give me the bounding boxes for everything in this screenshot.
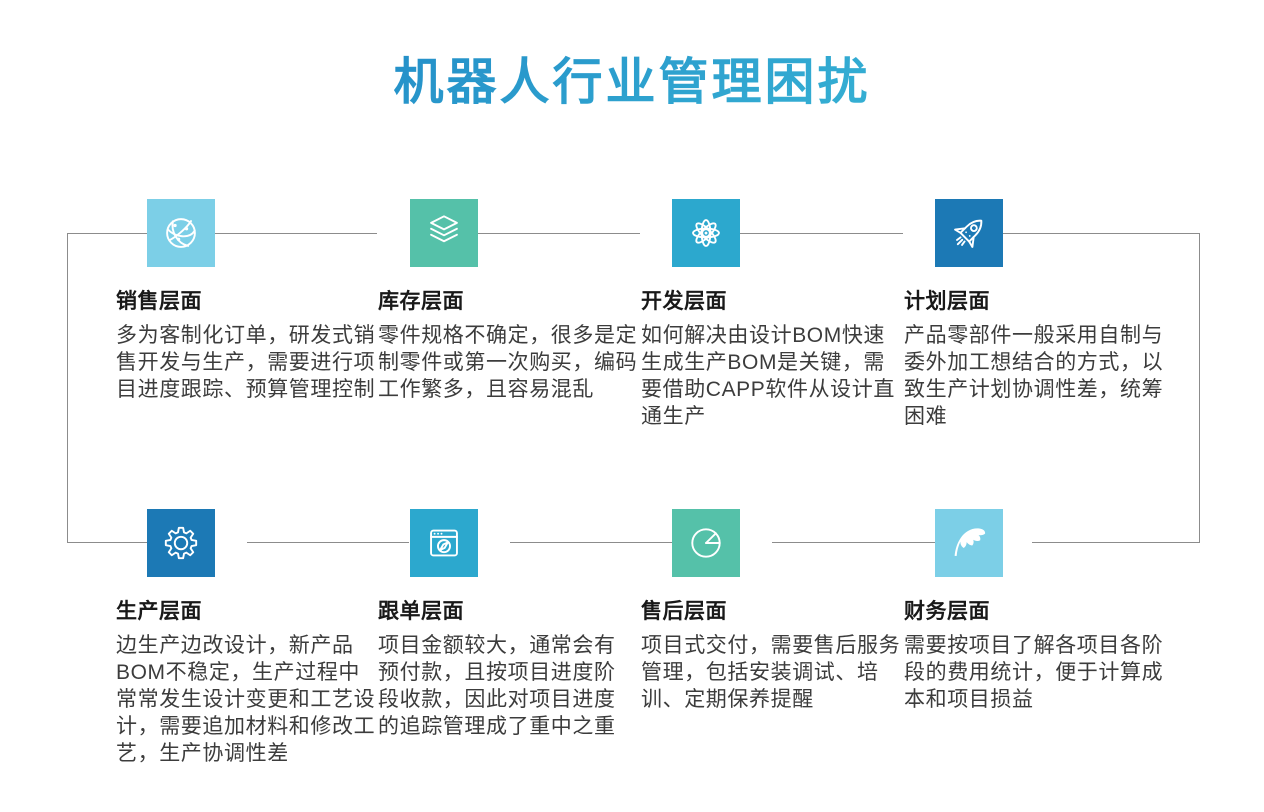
page-title: 机器人行业管理困扰 <box>0 42 1264 114</box>
section-body: 边生产边改设计，新产品BOM不稳定，生产过程中常常发生设计变更和工艺设计，需要追… <box>116 634 376 765</box>
globe-network-icon <box>166 218 196 248</box>
connector-line <box>510 542 672 543</box>
section-title: 库存层面 <box>378 290 464 313</box>
section-tile-production <box>147 509 215 577</box>
pie-chart-icon <box>691 528 721 558</box>
browser-compass-icon <box>430 529 458 557</box>
section-body: 项目式交付，需要售后服务管理，包括安装调试、培训、定期保养提醒 <box>641 634 901 711</box>
section-tile-after-sales <box>672 509 740 577</box>
section-body: 多为客制化订单，研发式销售开发与生产，需要进行项目进度跟踪、预算管理控制 <box>116 324 376 401</box>
section-sales: 销售层面 多为客制化订单，研发式销售开发与生产，需要进行项目进度跟踪、预算管理控… <box>116 291 378 403</box>
connector-line-left <box>67 233 68 543</box>
section-planning: 计划层面 产品零部件一般采用自制与委外加工想结合的方式，以致生产计划协调性差，统… <box>904 291 1170 430</box>
section-body: 需要按项目了解各项目各阶段的费用统计，便于计算成本和项目损益 <box>904 634 1164 711</box>
section-body: 项目金额较大，通常会有预付款，且按项目进度阶段收款，因此对项目进度的追踪管理成了… <box>378 634 616 738</box>
section-tile-planning <box>935 199 1003 267</box>
section-title: 生产层面 <box>116 600 202 623</box>
section-production: 生产层面 边生产边改设计，新产品BOM不稳定，生产过程中常常发生设计变更和工艺设… <box>116 601 378 767</box>
feather-icon <box>954 528 986 557</box>
section-order-tracking: 跟单层面 项目金额较大，通常会有预付款，且按项目进度阶段收款，因此对项目进度的追… <box>378 601 628 740</box>
section-title: 售后层面 <box>641 600 727 623</box>
connector-line-right <box>1199 233 1200 543</box>
section-after-sales: 售后层面 项目式交付，需要售后服务管理，包括安装调试、培训、定期保养提醒 <box>641 601 903 713</box>
section-title: 跟单层面 <box>378 600 464 623</box>
rocket-icon <box>954 219 983 248</box>
section-body: 产品零部件一般采用自制与委外加工想结合的方式，以致生产计划协调性差，统筹困难 <box>904 324 1164 428</box>
section-development: 开发层面 如何解决由设计BOM快速生成生产BOM是关键，需要借助CAPP软件从设… <box>641 291 903 430</box>
connector-line <box>247 542 409 543</box>
connector-line <box>67 542 147 543</box>
section-inventory: 库存层面 零件规格不确定，很多是定制零件或第一次购买，编码工作繁多，且容易混乱 <box>378 291 640 403</box>
section-title: 开发层面 <box>641 290 727 313</box>
layers-icon <box>430 215 458 243</box>
section-tile-order-tracking <box>410 509 478 577</box>
connector-line <box>1032 542 1199 543</box>
connector-line <box>740 233 903 234</box>
section-body: 零件规格不确定，很多是定制零件或第一次购买，编码工作繁多，且容易混乱 <box>378 324 638 401</box>
section-title: 计划层面 <box>904 290 990 313</box>
section-body: 如何解决由设计BOM快速生成生产BOM是关键，需要借助CAPP软件从设计直通生产 <box>641 324 895 428</box>
section-tile-development <box>672 199 740 267</box>
gear-icon <box>164 526 198 560</box>
atom-icon <box>692 219 720 247</box>
connector-line <box>67 233 147 234</box>
section-title: 销售层面 <box>116 290 202 313</box>
connector-line <box>1003 233 1199 234</box>
connector-line <box>772 542 935 543</box>
connector-line <box>215 233 377 234</box>
section-tile-finance <box>935 509 1003 577</box>
connector-line <box>477 233 640 234</box>
section-title: 财务层面 <box>904 600 990 623</box>
section-tile-sales <box>147 199 215 267</box>
section-finance: 财务层面 需要按项目了解各项目各阶段的费用统计，便于计算成本和项目损益 <box>904 601 1170 713</box>
section-tile-inventory <box>410 199 478 267</box>
